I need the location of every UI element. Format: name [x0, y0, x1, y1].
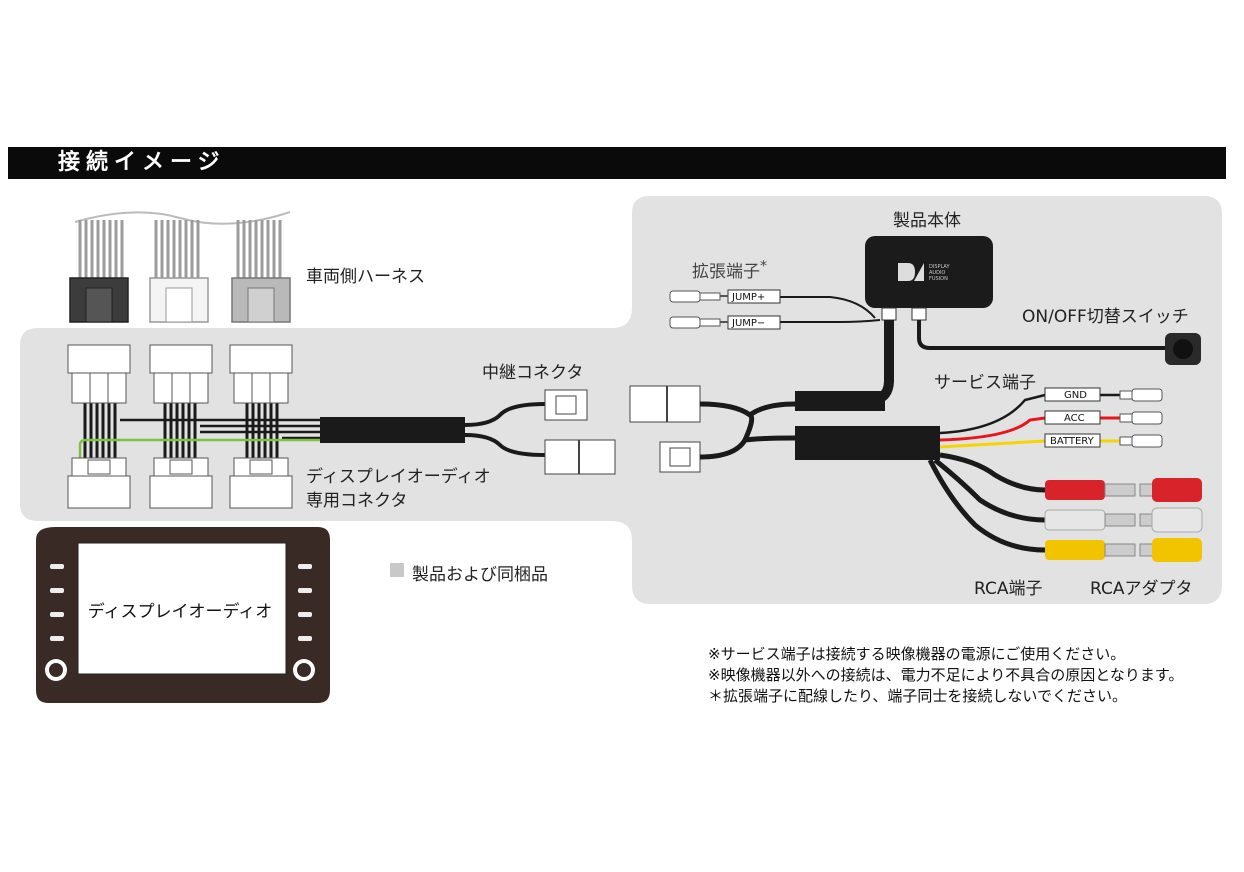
dedicated-connector-harness: [67, 344, 546, 509]
header-bar: 接続イメージ: [8, 147, 1226, 179]
display-audio: [36, 527, 330, 703]
jump-plus-tag: JUMP+: [731, 292, 765, 303]
logo-line-3: FUSION: [929, 276, 948, 282]
expansion-wires: JUMP+ JUMP−: [669, 289, 881, 330]
note-1: ※サービス端子は接続する映像機器の電源にご使用ください。: [708, 645, 1126, 663]
battery-tag: BATTERY: [1050, 436, 1095, 447]
relay-connector-label: 中継コネクタ: [482, 363, 584, 383]
logo-line-1: DISPLAY: [929, 264, 950, 270]
note-3: ＊拡張端子に配線したり、端子同士を接続しないでください。: [708, 687, 1127, 705]
rca-cables: [927, 452, 1203, 562]
legend-swatch: [390, 563, 404, 577]
vehicle-harness: [69, 211, 291, 323]
jump-minus-tag: JUMP−: [731, 318, 765, 329]
expansion-terminal-label: 拡張端子*: [692, 258, 768, 282]
product-unit: DISPLAY AUDIO FUSION: [865, 236, 993, 321]
rca-adapter-label: RCAアダプタ: [1090, 579, 1193, 599]
legend-label: 製品および同梱品: [412, 565, 548, 585]
service-terminal-label: サービス端子: [934, 373, 1036, 393]
service-terminal-wires: GND ACC BATTERY: [939, 387, 1163, 449]
dedicated-connector-label-2: 専用コネクタ: [306, 491, 408, 511]
logo-line-2: AUDIO: [929, 270, 945, 276]
relay-connector: [544, 389, 616, 475]
on-off-switch-label: ON/OFF切替スイッチ: [1022, 307, 1189, 327]
acc-tag: ACC: [1064, 413, 1085, 424]
display-audio-label: ディスプレイオーディオ: [87, 602, 273, 622]
dedicated-connector-label-1: ディスプレイオーディオ: [306, 467, 491, 487]
on-off-switch: [917, 320, 1201, 365]
gnd-tag: GND: [1064, 390, 1087, 401]
unit-input-connectors: [629, 385, 796, 473]
header-title: 接続イメージ: [58, 150, 226, 175]
vehicle-harness-label: 車両側ハーネス: [306, 267, 425, 287]
expansion-asterisk: *: [760, 258, 768, 275]
note-2: ※映像機器以外への接続は、電力不足により不具合の原因となります。: [708, 666, 1184, 684]
product-unit-label: 製品本体: [893, 211, 961, 231]
rca-terminal-label: RCA端子: [974, 579, 1043, 599]
